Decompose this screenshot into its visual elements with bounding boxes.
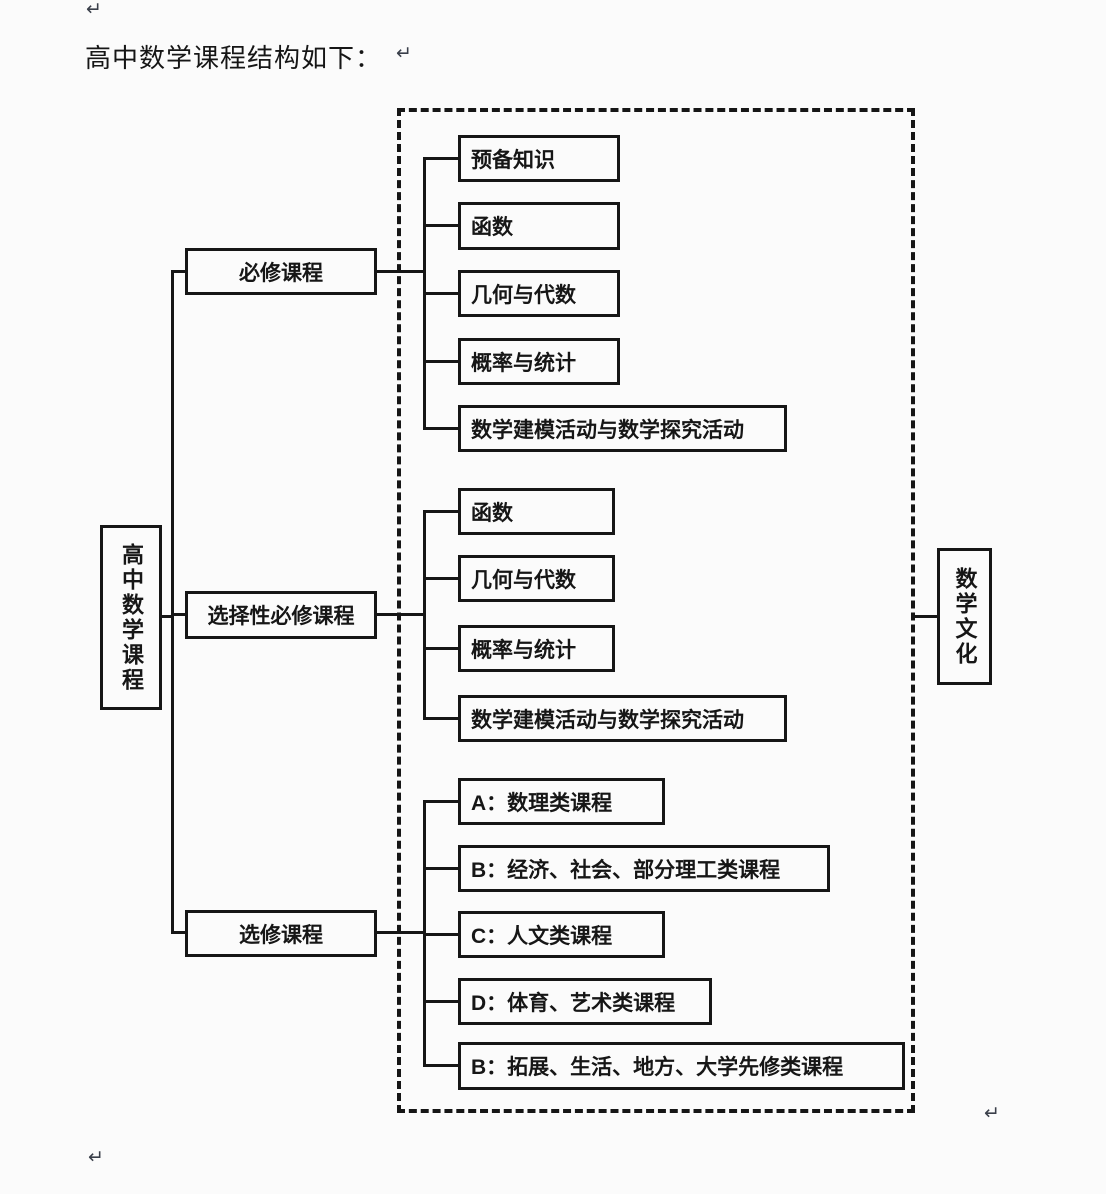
connector-root bbox=[158, 615, 174, 618]
connector-leaf-stub bbox=[423, 360, 458, 363]
return-mark: ↵ bbox=[86, 0, 102, 20]
connector-leaf-stub bbox=[423, 933, 458, 936]
connector-branch-line bbox=[377, 613, 426, 616]
node-leaf: 数学建模活动与数学探究活动 bbox=[458, 405, 787, 452]
node-leaf: A：数理类课程 bbox=[458, 778, 665, 825]
connector-spine bbox=[171, 270, 174, 934]
connector-culture bbox=[911, 615, 937, 618]
node-leaf: D：体育、艺术类课程 bbox=[458, 978, 712, 1025]
connector-leaf-stub bbox=[423, 647, 458, 650]
dashed-frame bbox=[397, 108, 915, 1113]
node-leaf: 概率与统计 bbox=[458, 338, 620, 385]
connector-branch-line bbox=[377, 931, 426, 934]
node-leaf: B：拓展、生活、地方、大学先修类课程 bbox=[458, 1042, 905, 1090]
node-leaf: 几何与代数 bbox=[458, 555, 615, 602]
connector-leaf-stub bbox=[423, 510, 458, 513]
connector-leaf-stub bbox=[423, 1064, 458, 1067]
connector-leaf-stub bbox=[423, 157, 458, 160]
connector-leaf-stub bbox=[423, 577, 458, 580]
node-leaf: B：经济、社会、部分理工类课程 bbox=[458, 845, 830, 892]
connector-leaf-stub bbox=[423, 867, 458, 870]
node-leaf: 预备知识 bbox=[458, 135, 620, 182]
node-branch-selective-required: 选择性必修课程 bbox=[185, 591, 377, 639]
node-leaf: 函数 bbox=[458, 202, 620, 250]
connector-branch-stub bbox=[171, 270, 185, 273]
return-mark: ↵ bbox=[396, 43, 412, 64]
return-mark: ↵ bbox=[984, 1103, 1000, 1124]
connector-branch-stub bbox=[171, 613, 185, 616]
return-mark: ↵ bbox=[88, 1147, 104, 1168]
node-math-culture: 数学文化 bbox=[937, 548, 992, 685]
connector-branch-line bbox=[377, 270, 426, 273]
connector-leaf-stub bbox=[423, 427, 458, 430]
node-root: 高中数学课程 bbox=[100, 525, 162, 710]
connector-group-2 bbox=[423, 510, 426, 720]
page-title: 高中数学课程结构如下： bbox=[85, 43, 383, 73]
node-leaf: 几何与代数 bbox=[458, 270, 620, 317]
node-branch-elective: 选修课程 bbox=[185, 910, 377, 957]
node-branch-required: 必修课程 bbox=[185, 248, 377, 295]
node-leaf: C：人文类课程 bbox=[458, 911, 665, 958]
connector-leaf-stub bbox=[423, 224, 458, 227]
connector-leaf-stub bbox=[423, 292, 458, 295]
connector-leaf-stub bbox=[423, 717, 458, 720]
node-leaf: 函数 bbox=[458, 488, 615, 535]
connector-leaf-stub bbox=[423, 1000, 458, 1003]
node-leaf: 概率与统计 bbox=[458, 625, 615, 672]
connector-branch-stub bbox=[171, 931, 185, 934]
connector-leaf-stub bbox=[423, 800, 458, 803]
node-leaf: 数学建模活动与数学探究活动 bbox=[458, 695, 787, 742]
